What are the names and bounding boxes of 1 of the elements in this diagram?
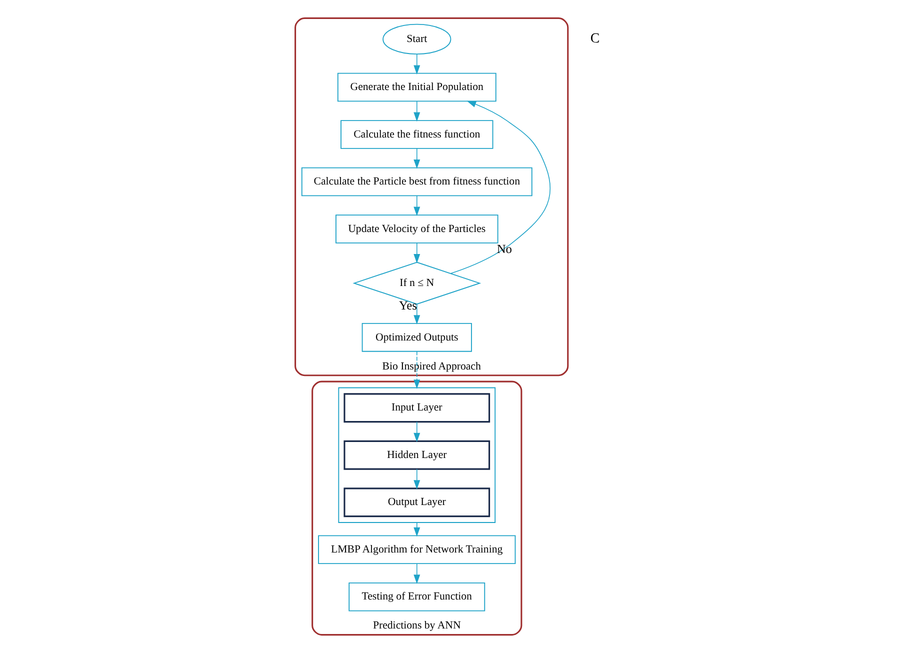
- label: C: [590, 32, 600, 47]
